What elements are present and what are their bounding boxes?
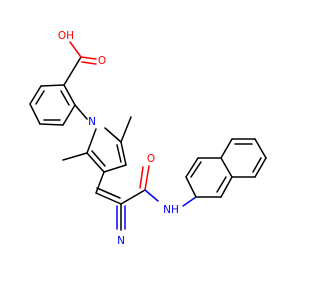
bond [252,157,262,173]
bond [144,189,159,202]
bond [69,41,82,58]
bond [80,56,97,60]
bond [96,187,121,199]
bond [29,103,41,125]
bond [63,56,82,86]
bond [190,161,202,178]
bond [29,85,42,105]
pyrrole-nitrogen-label: N [88,116,96,128]
bond [120,189,146,205]
bond [103,164,127,173]
carboxylic-acid-group [63,41,97,86]
bond [35,90,45,105]
bond [86,128,97,154]
bond [220,138,233,159]
naphthalene-ring [182,138,267,207]
cyanoacrylamide-linker [95,165,159,231]
bond [104,127,122,143]
bond [254,138,267,159]
bond [74,104,88,120]
bond [220,157,233,178]
pyrrole-ring [62,104,132,173]
bond [216,176,227,193]
structure-canvas: OH O N O NH N [29,30,267,247]
bond [81,61,97,65]
nitrile-nitrogen-label: N [117,235,125,247]
methyl-bond [120,116,132,143]
atom-labels: OH O N O NH N [58,30,179,247]
bond [63,84,76,106]
bond [139,166,144,189]
hydroxyl-label: OH [58,30,74,42]
bond [144,165,150,191]
acid-carbonyl-oxygen-label: O [98,55,106,67]
bond [95,192,122,205]
bond [182,196,197,207]
bond [86,152,105,173]
benzoic-ring [29,84,76,126]
bond [40,84,65,87]
bond [254,157,267,178]
bond [185,176,197,198]
bond [39,123,64,126]
bond [120,141,127,166]
bond [60,90,70,106]
bond [185,157,199,178]
amide-nh-label: NH [163,204,179,216]
bond [62,104,76,126]
bond [116,144,122,163]
bond [220,176,233,198]
bond [95,171,105,194]
bond [91,150,106,167]
amide-oxygen-label: O [147,153,155,165]
methyl-bond [62,152,88,161]
molecule-structure: OH O N O NH N [29,30,267,247]
